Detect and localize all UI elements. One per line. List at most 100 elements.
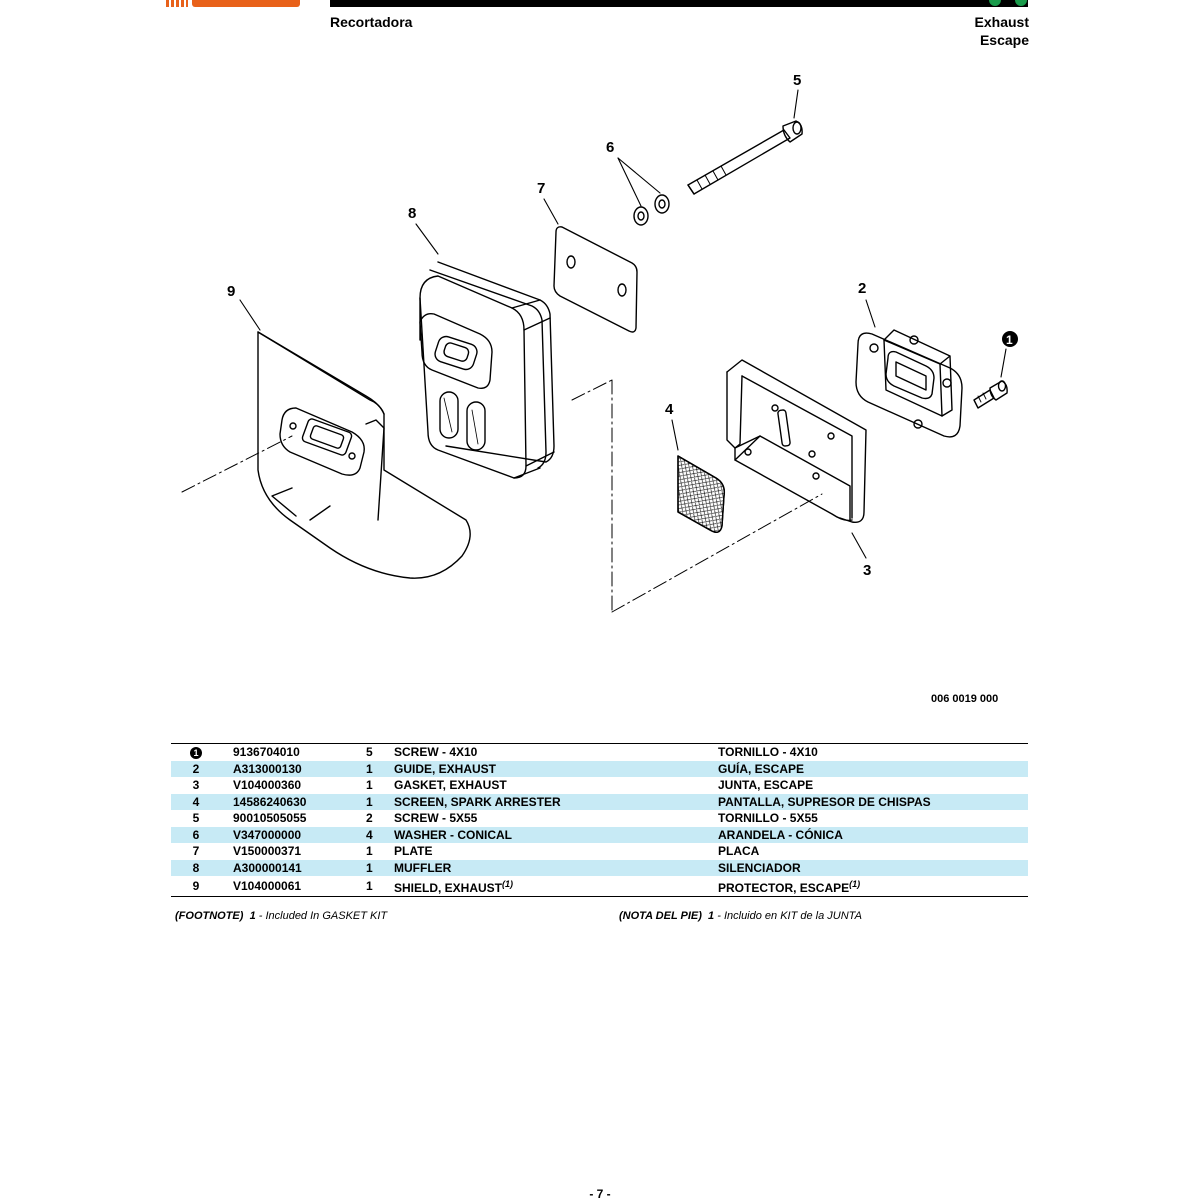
part-exhaust-guide	[855, 329, 963, 438]
qty-cell: 1	[366, 879, 373, 893]
part-screw-4x10	[973, 380, 1008, 409]
part-screw-5x55	[687, 120, 803, 195]
ref-cell: 2	[171, 760, 221, 777]
part-number-cell: A300000141	[221, 859, 366, 876]
part-number-cell: V104000360	[233, 778, 302, 793]
desc-en-cell: SCREW - 5X55	[394, 811, 478, 826]
callout-1: 1	[1006, 333, 1013, 347]
figure-code: 006 0019 000	[931, 693, 999, 705]
qty-cell: 4	[366, 826, 394, 843]
desc-en-cell: SHIELD, EXHAUST(1)	[394, 876, 718, 897]
logo-wordmark-icon	[192, 0, 300, 7]
parts-list-table: 1 9136704010 5 SCREW - 4X10 TORNILLO - 4…	[171, 743, 1028, 897]
table-row: 1 9136704010 5 SCREW - 4X10 TORNILLO - 4…	[171, 744, 1028, 761]
footnote-en: (FOOTNOTE) 1 - Included In GASKET KIT	[175, 910, 387, 922]
table-row: 7 V150000371 1 PLATE PLACA	[171, 843, 1028, 860]
section-title-es: Escape	[979, 32, 1029, 48]
desc-es-cell: PROTECTOR, ESCAPE(1)	[718, 876, 1028, 897]
desc-es-cell: PLACA	[718, 844, 760, 859]
part-exhaust-shield	[257, 331, 471, 579]
part-number-cell: 9136704010	[233, 745, 300, 760]
exploded-parts-diagram: 5 6 7 8 9 2 1 4 3	[181, 72, 1018, 613]
footnote-es-number: 1	[708, 910, 715, 922]
echo-logo	[166, 0, 306, 8]
section-title-en: Exhaust	[974, 14, 1029, 30]
part-muffler	[419, 261, 555, 479]
ref-cell: 5	[192, 811, 200, 826]
green-dot-icon	[1015, 0, 1027, 6]
footnote-en-label: (FOOTNOTE)	[175, 910, 244, 922]
desc-en-cell: GUIDE, EXHAUST	[394, 760, 718, 777]
part-conical-washers	[633, 194, 670, 226]
ref-cell: 8	[171, 859, 221, 876]
header-rule	[330, 0, 1028, 7]
footnote-marker: (1)	[849, 879, 861, 889]
qty-cell: 1	[366, 793, 394, 810]
desc-es-cell: TORNILLO - 4X10	[718, 745, 818, 760]
desc-en-text: SHIELD, EXHAUST	[394, 881, 503, 895]
desc-en-cell: GASKET, EXHAUST	[394, 778, 507, 793]
qty-cell: 1	[366, 760, 394, 777]
part-exhaust-gasket	[726, 359, 867, 523]
qty-cell: 2	[366, 811, 373, 826]
green-dot-icon	[989, 0, 1001, 6]
footnote-es-label: (NOTA DEL PIE)	[619, 910, 702, 922]
desc-es-cell: GUÍA, ESCAPE	[718, 760, 1028, 777]
ref-cell: 7	[192, 844, 200, 859]
ref-cell: 3	[192, 778, 200, 793]
part-spark-arrester-screen	[677, 455, 726, 533]
desc-es-cell: PANTALLA, SUPRESOR DE CHISPAS	[718, 793, 1028, 810]
part-number-cell: V347000000	[221, 826, 366, 843]
callout-9: 9	[227, 283, 235, 300]
ref-cell: 1	[171, 744, 221, 761]
qty-cell: 1	[366, 778, 373, 793]
footnote-en-text: - Included In GASKET KIT	[255, 910, 388, 922]
footnote-es-text: - Incluido en KIT de la JUNTA	[714, 910, 862, 922]
desc-en-cell: PLATE	[394, 844, 433, 859]
qty-cell: 1	[366, 844, 373, 859]
logo-stripes-icon	[166, 0, 188, 7]
qty-cell: 5	[366, 745, 373, 760]
footnote-en-number: 1	[249, 910, 256, 922]
ref-cell: 9	[192, 879, 200, 893]
footnote-es: (NOTA DEL PIE) 1 - Incluido en KIT de la…	[619, 910, 862, 922]
table-row: 3 V104000360 1 GASKET, EXHAUST JUNTA, ES…	[171, 777, 1028, 794]
table-row: 6 V347000000 4 WASHER - CONICAL ARANDELA…	[171, 826, 1028, 843]
table-row: 5 90010505055 2 SCREW - 5X55 TORNILLO - …	[171, 810, 1028, 827]
table-row: 2 A313000130 1 GUIDE, EXHAUST GUÍA, ESCA…	[171, 760, 1028, 777]
section-title-right: Exhaust Escape	[975, 13, 1029, 49]
header-green-marks	[985, 0, 1029, 7]
callout-1-badge: 1	[1002, 331, 1018, 347]
callout-5: 5	[793, 72, 801, 89]
desc-en-cell: SCREEN, SPARK ARRESTER	[394, 793, 718, 810]
section-title-left: Recortadora	[330, 14, 413, 30]
page-number: - 7 -	[589, 1187, 611, 1201]
callout-6: 6	[606, 139, 614, 156]
desc-es-cell: ARANDELA - CÓNICA	[718, 826, 1028, 843]
part-number-cell: A313000130	[221, 760, 366, 777]
table-row: 9 V104000061 1 SHIELD, EXHAUST(1) PROTEC…	[171, 876, 1028, 897]
ref-cell: 4	[171, 793, 221, 810]
callout-3: 3	[863, 562, 871, 579]
desc-en-cell: SCREW - 4X10	[394, 745, 478, 760]
desc-es-text: PROTECTOR, ESCAPE	[718, 881, 850, 895]
table-row: 4 14586240630 1 SCREEN, SPARK ARRESTER P…	[171, 793, 1028, 810]
part-number-cell: 14586240630	[221, 793, 366, 810]
desc-en-cell: MUFFLER	[394, 859, 718, 876]
qty-cell: 1	[366, 859, 394, 876]
callout-2: 2	[858, 280, 866, 297]
ref-cell: 6	[171, 826, 221, 843]
part-number-cell: V150000371	[233, 844, 302, 859]
desc-en-cell: WASHER - CONICAL	[394, 826, 718, 843]
callout-4: 4	[665, 401, 674, 418]
part-number-cell: 90010505055	[233, 811, 307, 826]
desc-es-cell: JUNTA, ESCAPE	[718, 778, 814, 793]
ref-badge: 1	[190, 747, 202, 760]
part-number-cell: V104000061	[233, 879, 302, 893]
table-row: 8 A300000141 1 MUFFLER SILENCIADOR	[171, 859, 1028, 876]
callout-8: 8	[408, 205, 416, 222]
footnote-marker: (1)	[502, 879, 514, 889]
desc-es-cell: TORNILLO - 5X55	[718, 811, 818, 826]
callout-7: 7	[537, 180, 545, 197]
part-plate	[553, 226, 638, 333]
